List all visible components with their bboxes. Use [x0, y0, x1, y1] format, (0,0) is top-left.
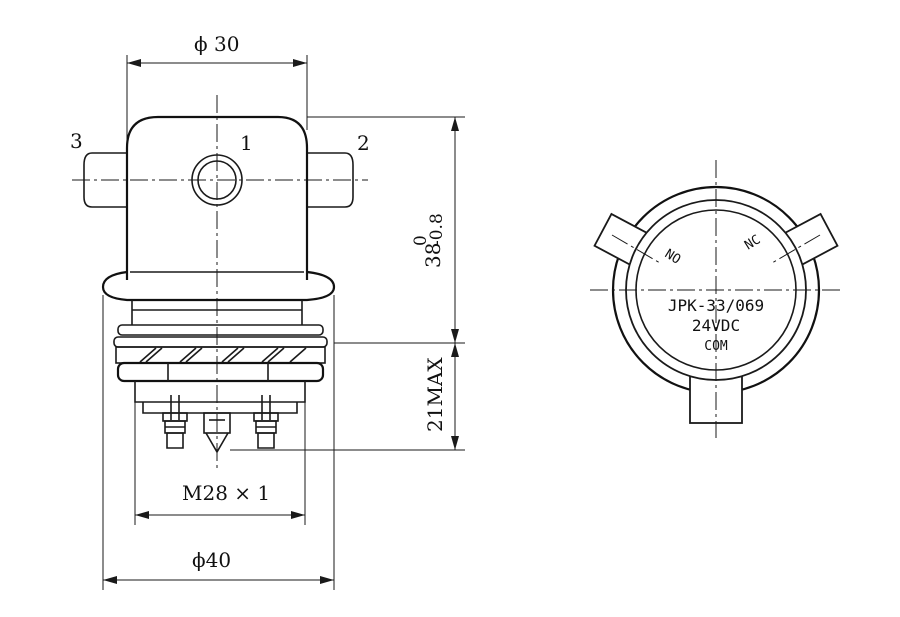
- locking-nut: [116, 361, 325, 383]
- washer-2: [113, 336, 328, 348]
- terminal-3-label: 3: [70, 129, 83, 153]
- terminal-3-boss: [83, 152, 127, 208]
- top-diameter-label: ϕ 30: [194, 32, 239, 56]
- height-nominal-group: 38 0 -0.8: [411, 213, 447, 268]
- neck: [131, 300, 303, 325]
- port-outer: [191, 154, 243, 206]
- no-label: NO: [662, 247, 683, 268]
- terminal-2-label: 2: [357, 131, 370, 155]
- nc-label: NC: [742, 232, 763, 253]
- terminal-1-label: 1: [240, 131, 253, 155]
- port-inner: [197, 160, 237, 200]
- height-nominal-label: 38: [421, 243, 445, 268]
- washer-1: [117, 324, 324, 336]
- front-view: ϕ 30 3 1 2 M28 × 1 ϕ40 38 0 -0.8 21MAX: [70, 32, 465, 590]
- model-label: JPK-33/069: [668, 296, 764, 315]
- thread-label: M28 × 1: [182, 481, 270, 505]
- bottom-pins: [162, 395, 279, 454]
- flange: [101, 270, 336, 302]
- top-view: NO NC JPK-33/069 24VDC COM: [590, 160, 842, 438]
- height-max-label: 21MAX: [423, 357, 447, 432]
- terminal-2-boss: [307, 152, 354, 208]
- base-diameter-label: ϕ40: [192, 548, 231, 572]
- voltage-label: 24VDC: [692, 316, 740, 335]
- height-tol-lower: -0.8: [427, 213, 447, 246]
- cap-body: [125, 115, 309, 280]
- com-label: COM: [704, 339, 728, 354]
- spring-coils: [115, 346, 326, 364]
- base-block: [134, 381, 306, 403]
- height-tol-upper: 0: [411, 235, 431, 246]
